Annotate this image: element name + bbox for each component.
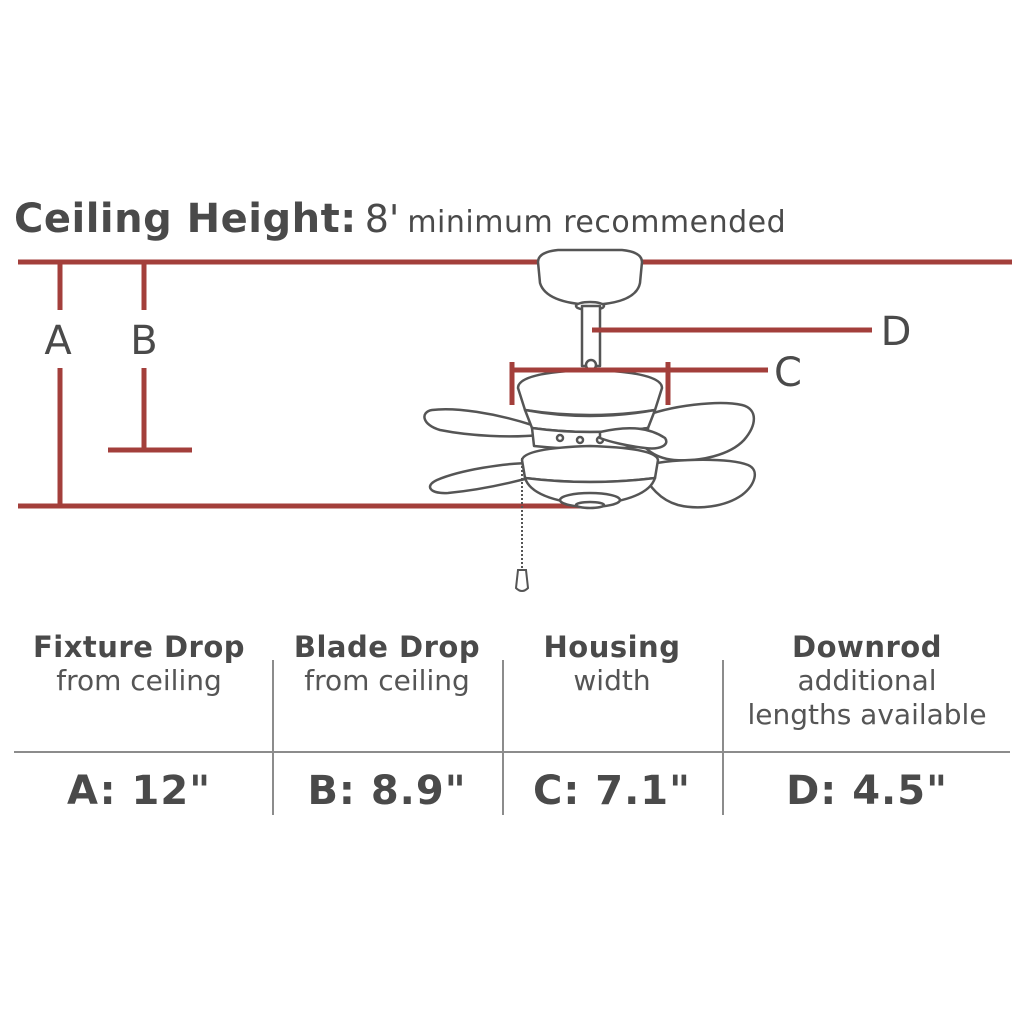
marker-d: D — [881, 309, 912, 355]
spec-housing: Housing width C: 7.1" — [504, 630, 720, 820]
spec-description: width — [573, 664, 651, 697]
table-divider-vertical — [722, 660, 724, 815]
marker-b: B — [130, 318, 157, 364]
spec-description: from ceiling — [56, 664, 222, 697]
spec-label: Housing — [543, 630, 681, 664]
spec-value: D: 4.5" — [786, 768, 948, 814]
spec-description: from ceiling — [304, 664, 470, 697]
spec-label: Blade Drop — [293, 630, 481, 664]
table-divider-horizontal — [14, 751, 1010, 753]
spec-value: C: 7.1" — [533, 768, 691, 814]
table-divider-vertical — [272, 660, 274, 815]
ceiling-fan-illustration — [423, 248, 757, 510]
spec-value: B: 8.9" — [307, 768, 467, 814]
ceiling-height-note: minimum recommended — [407, 205, 787, 240]
spec-label: Downrod — [792, 630, 942, 664]
ceiling-height-label: Ceiling Height: — [14, 196, 357, 242]
dimension-d: D — [592, 309, 911, 355]
dimension-c: C — [509, 350, 802, 405]
dimension-a: A — [18, 262, 590, 509]
dimension-b: B — [108, 262, 192, 453]
specifications-table: Fixture Drop from ceiling A: 12" Blade D… — [14, 630, 1010, 820]
marker-c: C — [774, 350, 802, 396]
spec-label: Fixture Drop — [32, 630, 246, 664]
marker-a: A — [44, 318, 72, 364]
page-title: Ceiling Height:8'minimum recommended — [14, 196, 786, 242]
ceiling-height-value: 8' — [364, 197, 400, 241]
spec-fixture-drop: Fixture Drop from ceiling A: 12" — [14, 630, 264, 820]
spec-blade-drop: Blade Drop from ceiling B: 8.9" — [274, 630, 500, 820]
spec-value: A: 12" — [66, 768, 212, 814]
table-divider-vertical — [502, 660, 504, 815]
spec-description: additional lengths available — [747, 664, 987, 731]
spec-downrod: Downrod additional lengths available D: … — [724, 630, 1010, 820]
pull-chain-icon — [514, 458, 530, 592]
